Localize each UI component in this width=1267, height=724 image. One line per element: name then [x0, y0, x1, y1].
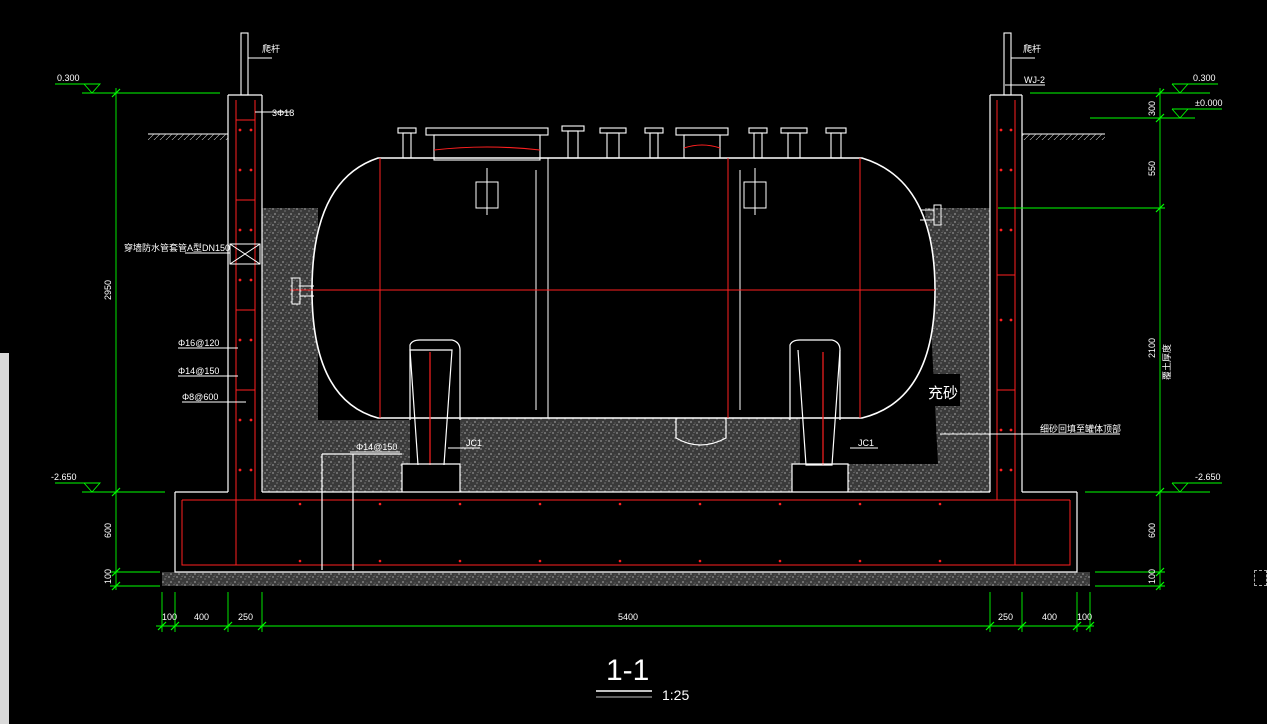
section-scale: 1:25 [662, 687, 689, 703]
dim-right-upper: 550 [1147, 161, 1157, 176]
pipe-sleeve-mark [229, 243, 261, 265]
tank-saddles [321, 339, 849, 570]
hdim-3: 5400 [618, 612, 638, 622]
ground-line-right [1022, 133, 1105, 140]
hdim-2: 250 [238, 612, 253, 622]
base-slab [174, 491, 1078, 573]
hdim-5: 400 [1042, 612, 1057, 622]
elev-left-bottom: -2.650 [51, 472, 77, 482]
gravel-cushion [162, 572, 1090, 586]
dim-right-mid: 2100 [1147, 338, 1157, 358]
label-vent-right: 爬杆 [1023, 43, 1041, 54]
label-pipe-sleeve: 穿墙防水管套管A型DN150 [124, 242, 230, 253]
right-vertical-note: 覆土厚度 [1161, 344, 1172, 380]
left-wall [227, 94, 263, 492]
dim-right-base: 600 [1147, 523, 1157, 538]
label-rebar-2: Φ14@150 [178, 366, 219, 376]
left-panel-edge [0, 353, 9, 724]
right-panel-edge [1254, 570, 1267, 586]
label-vent-left: 爬杆 [262, 43, 280, 54]
ground-line-left [148, 133, 228, 140]
hdim-4: 250 [998, 612, 1013, 622]
sand-label-box [920, 374, 960, 406]
dim-left-main: 2950 [103, 280, 113, 300]
hdim-6: 100 [1077, 612, 1092, 622]
hdim-1: 400 [194, 612, 209, 622]
section-title: 1-1 [606, 654, 649, 687]
vent-pipes [240, 32, 1035, 96]
dim-left-base: 600 [103, 523, 113, 538]
label-support-left: JC1 [466, 438, 482, 448]
dim-left-pad: 100 [103, 569, 113, 584]
dim-right-top: 300 [1147, 101, 1157, 116]
label-rebar-floor: Φ14@150 [356, 442, 397, 452]
dim-right-pad: 100 [1147, 569, 1157, 584]
rebar-cage [181, 100, 1071, 566]
label-support-right: JC1 [858, 438, 874, 448]
dimension-lines [55, 83, 1222, 632]
label-sand-note: 细砂回填至罐体顶部 [1040, 423, 1121, 434]
elev-left-top: 0.300 [57, 73, 80, 83]
sand-backfill [162, 158, 1090, 586]
elev-right-top: 0.300 [1193, 73, 1216, 83]
elev-right-zero: ±0.000 [1195, 98, 1222, 108]
label-rebar-top: 3Φ18 [272, 108, 294, 118]
elev-right-bottom: -2.650 [1195, 472, 1221, 482]
leader-lines [178, 84, 1120, 453]
right-wall [989, 94, 1023, 492]
storage-tank [290, 157, 942, 446]
label-rebar-3: Φ8@600 [182, 392, 218, 402]
label-rebar-1: Φ16@120 [178, 338, 219, 348]
top-nozzles [397, 125, 847, 161]
dimension-ticks [111, 88, 1165, 631]
label-wall-tag: WJ-2 [1024, 75, 1045, 85]
hdim-0: 100 [162, 612, 177, 622]
label-sand-fill: 充砂 [928, 385, 958, 402]
rebar-dots [238, 128, 1013, 563]
